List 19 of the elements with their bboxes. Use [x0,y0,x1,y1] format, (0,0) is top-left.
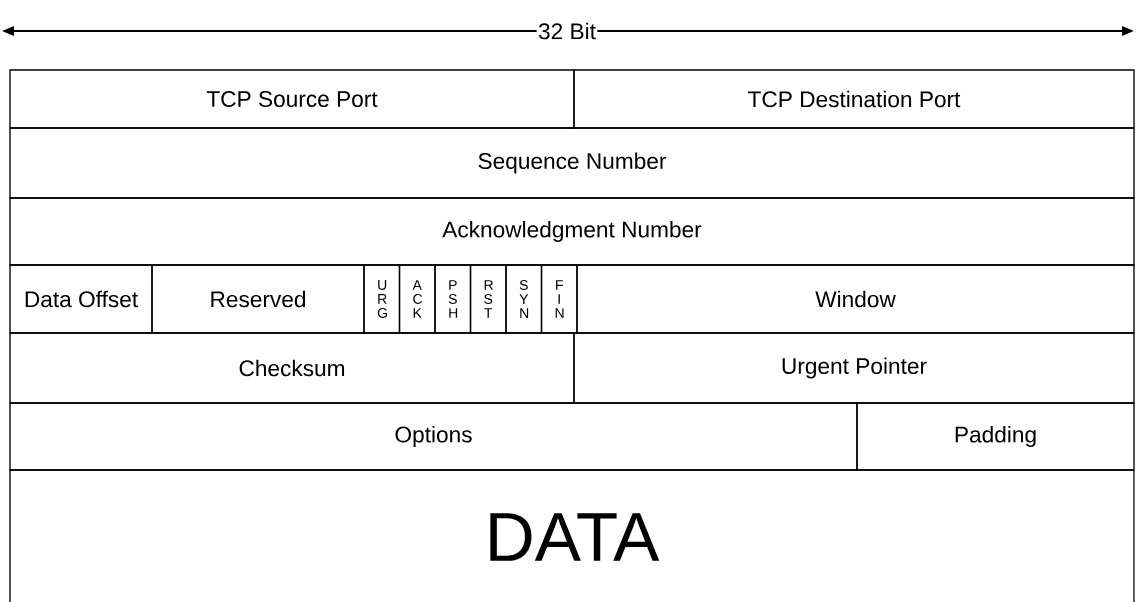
field-cell: Sequence Number [9,127,1135,199]
flag-cell: A C K [398,264,436,334]
flag-cell: F I N [540,264,578,334]
field-cell: Urgent Pointer [573,332,1135,404]
data-cell: DATA [9,469,1135,602]
field-cell: Window [576,264,1135,334]
flag-cell: U R G [363,264,401,334]
dimension-label: 32 Bit [536,21,598,41]
flag-cell: P S H [434,264,472,334]
field-cell: Reserved [151,264,365,334]
field-cell: Padding [856,402,1135,471]
field-cell: TCP Destination Port [573,69,1135,129]
field-cell: Checksum [9,332,575,404]
field-cell: Acknowledgment Number [9,197,1135,266]
field-cell: Options [9,402,858,471]
flag-cell: S Y N [505,264,543,334]
field-cell: Data Offset [9,264,153,334]
flag-cell: R S T [469,264,507,334]
field-cell: TCP Source Port [9,69,575,129]
